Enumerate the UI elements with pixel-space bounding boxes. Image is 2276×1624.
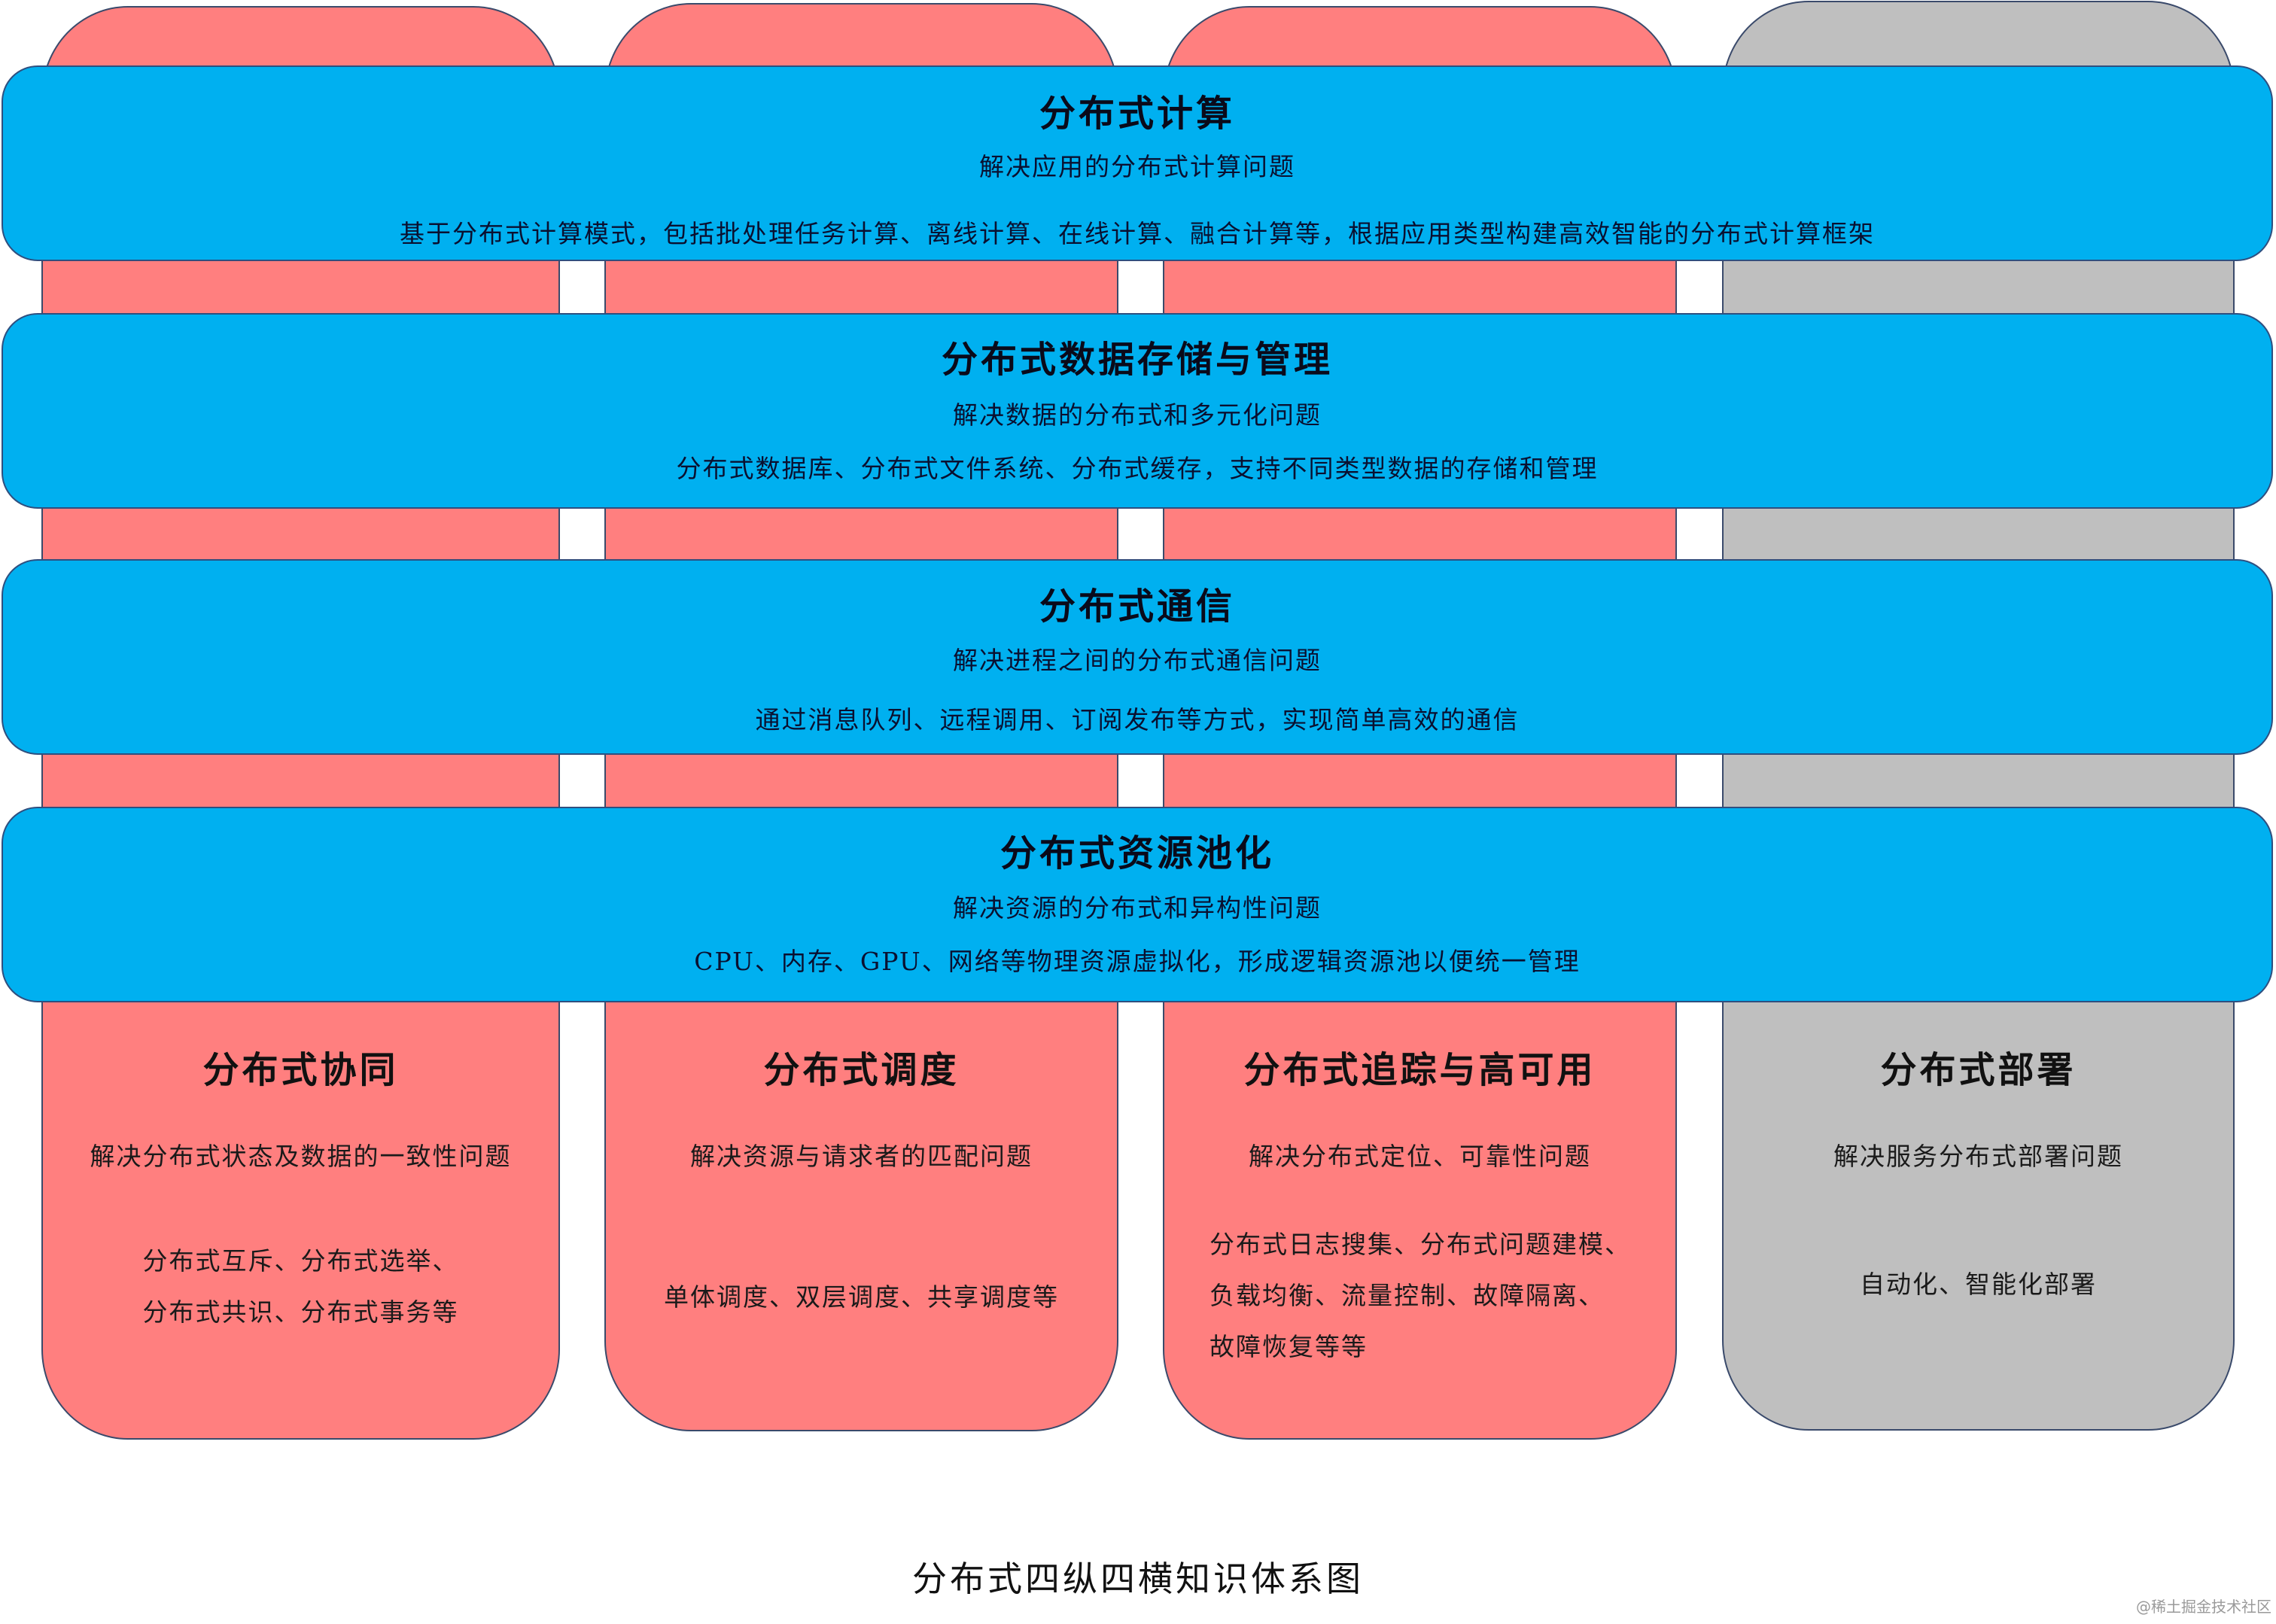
diagram-caption: 分布式四纵四横知识体系图 [912,1559,1364,1599]
bar-detail: 通过消息队列、远程调用、订阅发布等方式，实现简单高效的通信 [755,705,1520,734]
bar-detail: 分布式数据库、分布式文件系统、分布式缓存，支持不同类型数据的存储和管理 [676,454,1599,483]
column-detail: 分布式日志搜集、分布式问题建模、 负载均衡、流量控制、故障隔离、 故障恢复等等 [1164,1219,1675,1373]
bar-title: 分布式计算 [1039,93,1235,135]
column-subtitle: 解决资源与请求者的匹配问题 [690,1142,1033,1171]
column-subtitle: 解决分布式定位、可靠性问题 [1249,1142,1591,1171]
bar-distributed-resource-pooling: 分布式资源池化 解决资源的分布式和异构性问题 CPU、内存、GPU、网络等物理资… [2,807,2273,1002]
column-title: 分布式追踪与高可用 [1243,1049,1596,1091]
column-detail-line: 单体调度、双层调度、共享调度等 [664,1282,1059,1312]
column-detail-line: 故障恢复等等 [1210,1332,1368,1361]
column-subtitle: 解决分布式状态及数据的一致性问题 [90,1142,512,1171]
column-title: 分布式调度 [763,1049,960,1091]
bar-title: 分布式通信 [1039,585,1235,628]
column-detail: 自动化、智能化部署 [1724,1259,2233,1310]
bar-subtitle: 解决应用的分布式计算问题 [979,152,1295,181]
bar-distributed-storage: 分布式数据存储与管理 解决数据的分布式和多元化问题 分布式数据库、分布式文件系统… [2,313,2273,509]
column-detail-line: 分布式日志搜集、分布式问题建模、 [1210,1230,1631,1259]
column-detail: 分布式互斥、分布式选举、 分布式共识、分布式事务等 [43,1236,558,1338]
column-detail-line: 自动化、智能化部署 [1860,1270,2097,1299]
bar-subtitle: 解决进程之间的分布式通信问题 [953,646,1322,675]
column-detail: 单体调度、双层调度、共享调度等 [606,1272,1117,1323]
column-detail-line: 负载均衡、流量控制、故障隔离、 [1210,1281,1605,1310]
column-subtitle: 解决服务分布式部署问题 [1833,1142,2123,1171]
bar-detail: 基于分布式计算模式，包括批处理任务计算、离线计算、在线计算、融合计算等，根据应用… [400,219,1875,248]
bar-subtitle: 解决资源的分布式和异构性问题 [953,893,1322,923]
column-detail-line: 分布式互斥、分布式选举、 [142,1246,459,1276]
bar-distributed-computing: 分布式计算 解决应用的分布式计算问题 基于分布式计算模式，包括批处理任务计算、离… [2,65,2273,261]
bar-detail: CPU、内存、GPU、网络等物理资源虚拟化，形成逻辑资源池以便统一管理 [694,947,1581,976]
bar-distributed-communication: 分布式通信 解决进程之间的分布式通信问题 通过消息队列、远程调用、订阅发布等方式… [2,559,2273,755]
bar-title: 分布式资源池化 [1000,832,1274,874]
bar-subtitle: 解决数据的分布式和多元化问题 [953,400,1322,430]
column-title: 分布式部署 [1880,1049,2077,1091]
column-detail-line: 分布式共识、分布式事务等 [142,1297,459,1327]
column-title: 分布式协同 [202,1049,399,1091]
bar-title: 分布式数据存储与管理 [941,339,1333,381]
watermark: @稀土掘金技术社区 [2136,1598,2271,1616]
